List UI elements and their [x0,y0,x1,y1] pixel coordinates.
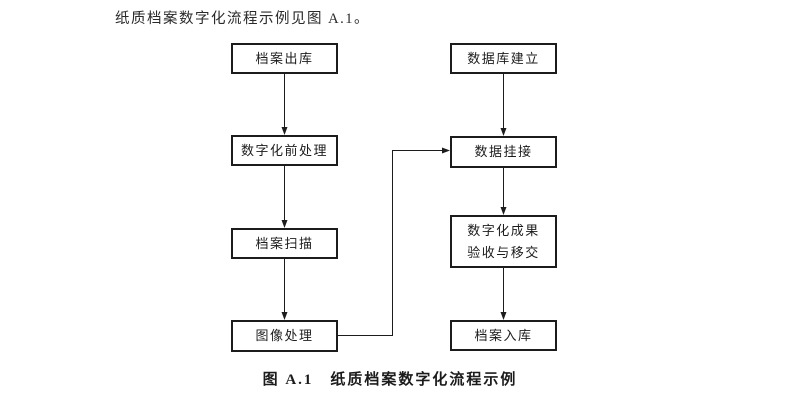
arrowhead-r2 [500,207,507,215]
flow-node-pre-digitization-processing: 数字化前处理 [231,135,338,166]
arrowhead-l1 [281,127,288,135]
arrowhead-r1 [500,128,507,136]
flow-node-archive-checkout: 档案出库 [231,43,338,74]
arrowhead-l2 [281,220,288,228]
flow-node-data-linking: 数据挂接 [450,136,557,168]
arrowhead-datalink [442,147,450,154]
flow-node-archive-scanning: 档案扫描 [231,228,338,259]
arrowhead-l3 [281,312,288,320]
flow-node-database-setup: 数据库建立 [450,43,557,74]
figure-caption: 图 A.1 纸质档案数字化流程示例 [262,372,518,388]
intro-paragraph: 纸质档案数字化流程示例见图 A.1。 [115,11,370,27]
flow-node-image-processing: 图像处理 [231,320,338,352]
flow-node-acceptance-and-transfer: 数字化成果 验收与移交 [450,215,557,268]
arrowhead-r3 [500,312,507,320]
connector-image-to-datalink [338,149,443,337]
flow-node-archive-storage: 档案入库 [450,320,557,351]
